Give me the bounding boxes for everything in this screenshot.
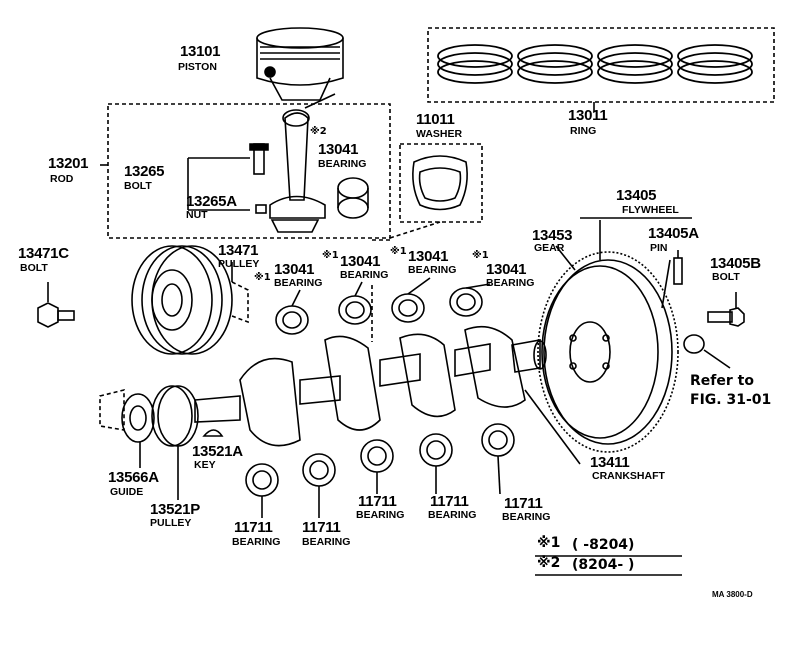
front-parts-drawing [99,385,224,500]
legend-range-2: (8204- ) [572,557,635,573]
pin-and-bolt-drawing [673,250,745,369]
main-pulley-drawing [131,245,249,355]
part-number-main-3: 11711 [358,493,397,510]
part-number-brg-d: 13041 [486,261,527,278]
figure-code: MA 3800-D [712,590,753,599]
mark-d: ※1 [472,250,489,261]
bolt-13471C-drawing [37,290,75,328]
part-number-rod-bolt: 13265 [124,163,165,180]
part-name-main-4: BEARING [428,509,477,521]
part-number-main-2: 11711 [302,519,341,536]
part-number-main-1: 11711 [234,519,273,536]
part-number-gear: 13453 [532,227,573,244]
piston-drawing [256,27,344,101]
part-name-main-1: BEARING [232,536,281,548]
part-name-bolt-left: BOLT [20,262,48,274]
part-number-crank-pulley: 13521P [150,501,200,518]
part-number-crankshaft: 13411 [590,454,630,471]
part-number-bolt-left: 13471C [18,245,69,262]
ring-set-drawing [427,27,775,112]
part-name-fw-bolt: BOLT [712,271,740,283]
part-number-ring: 13011 [568,107,608,124]
legend-rules [535,555,682,576]
part-name-main-2: BEARING [302,536,351,548]
part-name-washer: WASHER [416,128,463,140]
part-name-crankshaft: CRANKSHAFT [592,470,665,482]
part-name-key: KEY [194,459,216,471]
part-name-rod: ROD [50,173,74,185]
part-number-rod: 13201 [48,155,89,172]
part-number-brg-c: 13041 [408,248,449,265]
part-name-crank-pulley: PULLEY [150,517,192,529]
legend-mark-2: ※2 [537,555,561,571]
part-name-rod-bolt: BOLT [124,180,152,192]
legend-mark-1: ※1 [537,535,561,551]
flywheel-drawing [537,217,692,453]
reference-line-2: FIG. 31-01 [690,392,772,408]
part-name-pulley-main: PULLEY [218,258,260,270]
part-number-brg-a: 13041 [274,261,315,278]
part-name-brg-a: BEARING [274,277,323,289]
part-number-key: 13521A [192,443,243,460]
part-number-brg-b: 13041 [340,253,381,270]
part-name-gear: GEAR [534,242,565,254]
mark-b: ※1 [322,250,339,261]
part-number-pulley-main: 13471 [218,242,259,259]
part-name-rod-nut: NUT [186,209,208,221]
part-number-fw-bolt: 13405B [710,255,761,272]
part-name-main-5: BEARING [502,511,551,523]
rod-assembly-drawing [100,93,391,239]
leader-lines [47,259,671,309]
part-name-brg-d: BEARING [486,277,535,289]
part-name-flywheel: FLYWHEEL [622,204,679,216]
part-name-pin: PIN [650,242,668,254]
mark-rod: ※2 [310,126,327,137]
part-name-guide: GUIDE [110,486,144,498]
part-number-rod-nut: 13265A [186,193,237,210]
mark-c: ※1 [390,246,407,257]
part-number-guide: 13566A [108,469,159,486]
part-name-rod-bearing: BEARING [318,158,367,170]
main-bearings-drawing [245,389,581,518]
part-name-main-3: BEARING [356,509,405,521]
legend-range-1: ( -8204) [572,537,635,553]
part-name-brg-b: BEARING [340,269,389,281]
part-number-washer: 11011 [416,111,455,128]
part-number-rod-bearing: 13041 [318,141,359,158]
reference-line-1: Refer to [690,373,754,389]
mark-a: ※1 [254,272,271,283]
part-number-main-5: 11711 [504,495,543,512]
crankshaft-drawing [194,325,547,447]
part-number-piston: 13101 [180,43,221,60]
washer-drawing [389,143,483,239]
part-number-flywheel: 13405 [616,187,657,204]
part-name-brg-c: BEARING [408,264,457,276]
part-number-main-4: 11711 [430,493,469,510]
part-name-ring: RING [570,125,597,137]
part-name-piston: PISTON [178,61,217,73]
part-number-pin: 13405A [648,225,699,242]
